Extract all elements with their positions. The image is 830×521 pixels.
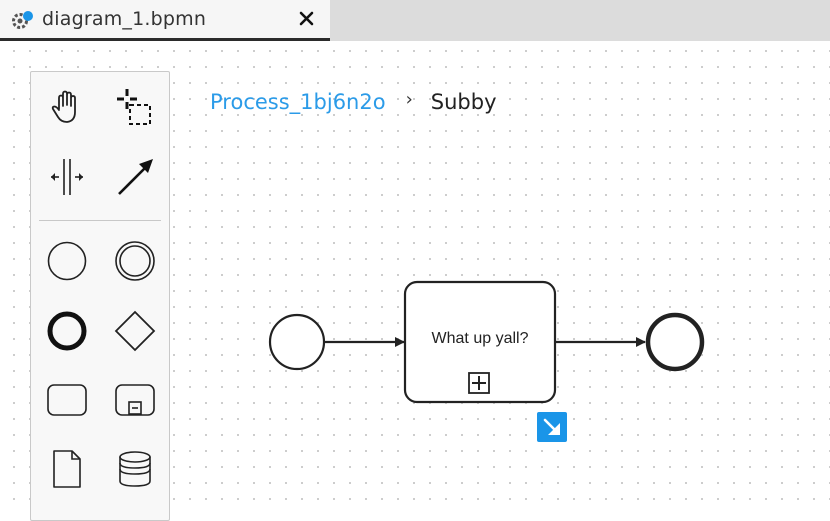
- breadcrumb-root-link[interactable]: Process_1bj6n2o: [210, 90, 386, 114]
- drilldown-button[interactable]: [537, 412, 567, 442]
- rounded-rect-icon: [45, 377, 89, 425]
- hand-icon: [47, 87, 87, 131]
- end-event-tool[interactable]: [42, 308, 92, 358]
- double-circle-icon: [113, 239, 157, 287]
- bold-circle-icon: [45, 309, 89, 357]
- lasso-tool[interactable]: [110, 84, 160, 134]
- tool-palette: [30, 71, 170, 521]
- tab-diagram[interactable]: diagram_1.bpmn: [0, 0, 330, 41]
- diamond-icon: [113, 309, 157, 357]
- start-event-tool[interactable]: [42, 238, 92, 288]
- subprocess-tool[interactable]: [110, 376, 160, 426]
- breadcrumb: Process_1bj6n2o › Subby: [210, 88, 497, 115]
- task-label: What up yall?: [431, 330, 529, 347]
- chevron-right-icon: ›: [405, 88, 413, 110]
- close-icon[interactable]: [297, 9, 317, 29]
- expand-icon[interactable]: [468, 372, 490, 394]
- gear-dot-icon: [9, 8, 35, 34]
- database-icon: [113, 447, 157, 495]
- start-event[interactable]: [268, 313, 326, 371]
- intermediate-event-tool[interactable]: [110, 238, 160, 288]
- tab-bar: diagram_1.bpmn: [0, 0, 830, 41]
- connect-tool[interactable]: [110, 154, 160, 204]
- subprocess-icon: [113, 377, 157, 425]
- arrow-down-right-icon: [537, 418, 567, 446]
- space-icon: [45, 155, 89, 203]
- arrow-icon: [113, 155, 157, 203]
- hand-tool[interactable]: [42, 84, 92, 134]
- palette-separator: [39, 220, 161, 221]
- tab-title: diagram_1.bpmn: [42, 8, 207, 30]
- data-object-tool[interactable]: [42, 446, 92, 496]
- document-icon: [45, 447, 89, 495]
- lasso-icon: [113, 85, 157, 133]
- breadcrumb-current: Subby: [430, 90, 497, 114]
- data-store-tool[interactable]: [110, 446, 160, 496]
- end-event[interactable]: [645, 312, 705, 372]
- space-tool[interactable]: [42, 154, 92, 204]
- gateway-tool[interactable]: [110, 308, 160, 358]
- circle-icon: [45, 239, 89, 287]
- task-tool[interactable]: [42, 376, 92, 426]
